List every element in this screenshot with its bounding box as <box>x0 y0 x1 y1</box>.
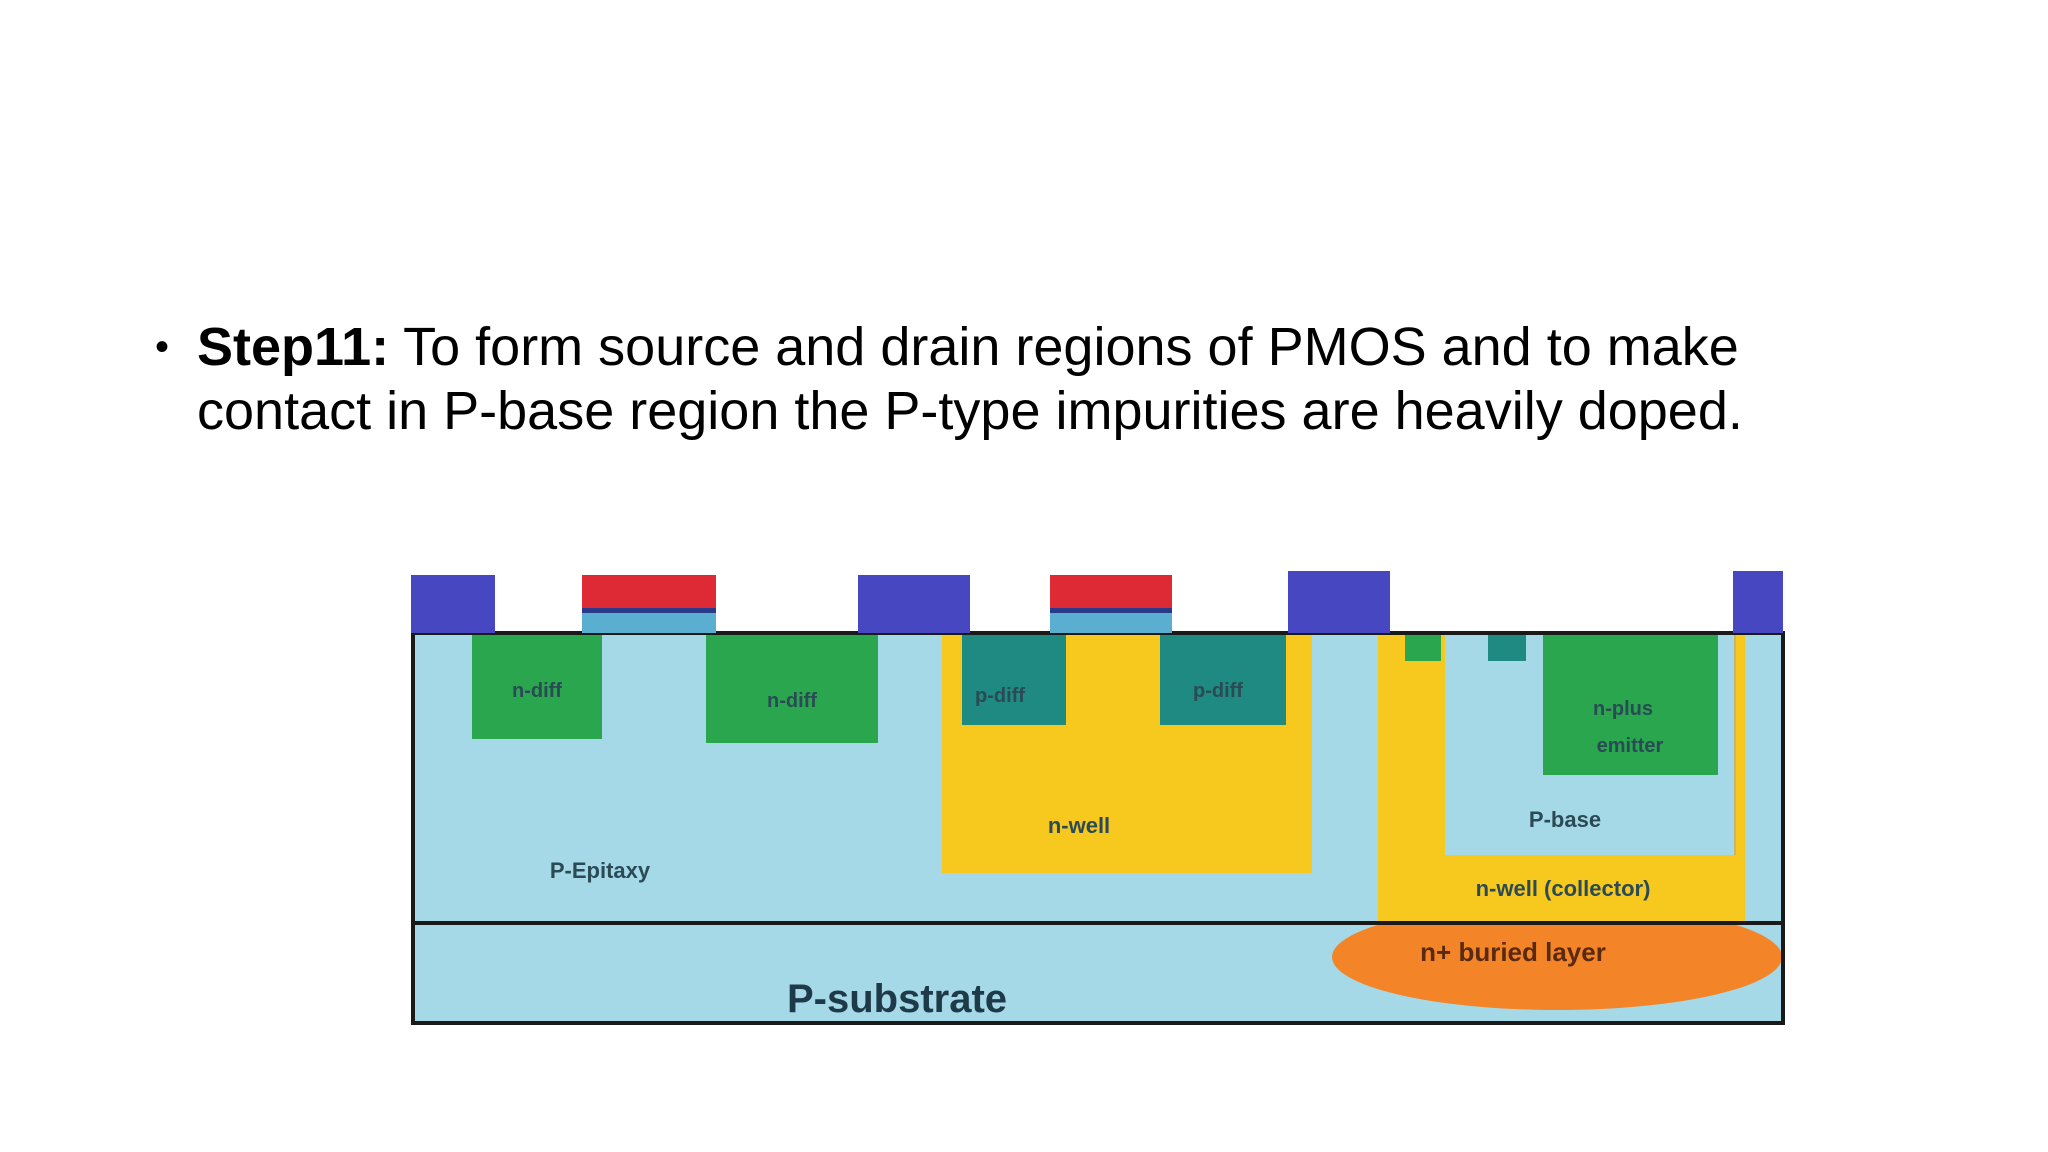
pmos-gate-poly <box>1050 575 1172 609</box>
metal-contact-2 <box>858 575 970 633</box>
p-epitaxy-label: P-Epitaxy <box>550 858 651 883</box>
n-buried-layer <box>1332 904 1782 1010</box>
n-diff-label-1: n-diff <box>512 680 562 702</box>
substrate-outline <box>411 921 1785 1025</box>
n-buried-layer-label: n+ buried layer <box>1420 937 1606 967</box>
step-label: Step11: <box>197 317 390 377</box>
p-substrate-label: P-substrate <box>787 977 1007 1021</box>
pmos-gate-oxide <box>1050 613 1172 633</box>
p-diff-label-1: p-diff <box>975 685 1025 707</box>
collector-contact-implant <box>1405 635 1441 661</box>
p-base-label: P-base <box>1529 807 1601 832</box>
step-description: To form source and drain regions of PMOS… <box>197 317 1743 441</box>
n-diff-label-2: n-diff <box>767 690 817 712</box>
cmos-bjt-cross-section-diagram: n-diff n-diff p-diff p-diff n-plus emitt… <box>411 571 1785 1025</box>
p-diff-region-2 <box>1160 635 1286 725</box>
n-plus-emitter-label-2: emitter <box>1597 735 1664 757</box>
base-contact-implant <box>1488 635 1526 661</box>
nmos-gate-oxide <box>582 613 716 633</box>
n-well-label: n-well <box>1048 813 1110 838</box>
metal-contact-4 <box>1733 571 1783 633</box>
n-diff-region-1 <box>472 635 602 739</box>
bullet-text: Step11: To form source and drain regions… <box>197 315 1897 443</box>
n-plus-emitter-region <box>1543 635 1718 775</box>
metal-contact-1 <box>411 575 495 633</box>
n-plus-emitter-label-1: n-plus <box>1593 698 1653 720</box>
p-diff-label-2: p-diff <box>1193 680 1243 702</box>
n-well-collector-label: n-well (collector) <box>1476 876 1651 901</box>
bullet-marker: • <box>155 325 170 369</box>
n-diff-region-2 <box>706 635 878 743</box>
p-diff-region-1 <box>962 635 1066 725</box>
nmos-gate-poly <box>582 575 716 609</box>
metal-contact-3 <box>1288 571 1390 633</box>
